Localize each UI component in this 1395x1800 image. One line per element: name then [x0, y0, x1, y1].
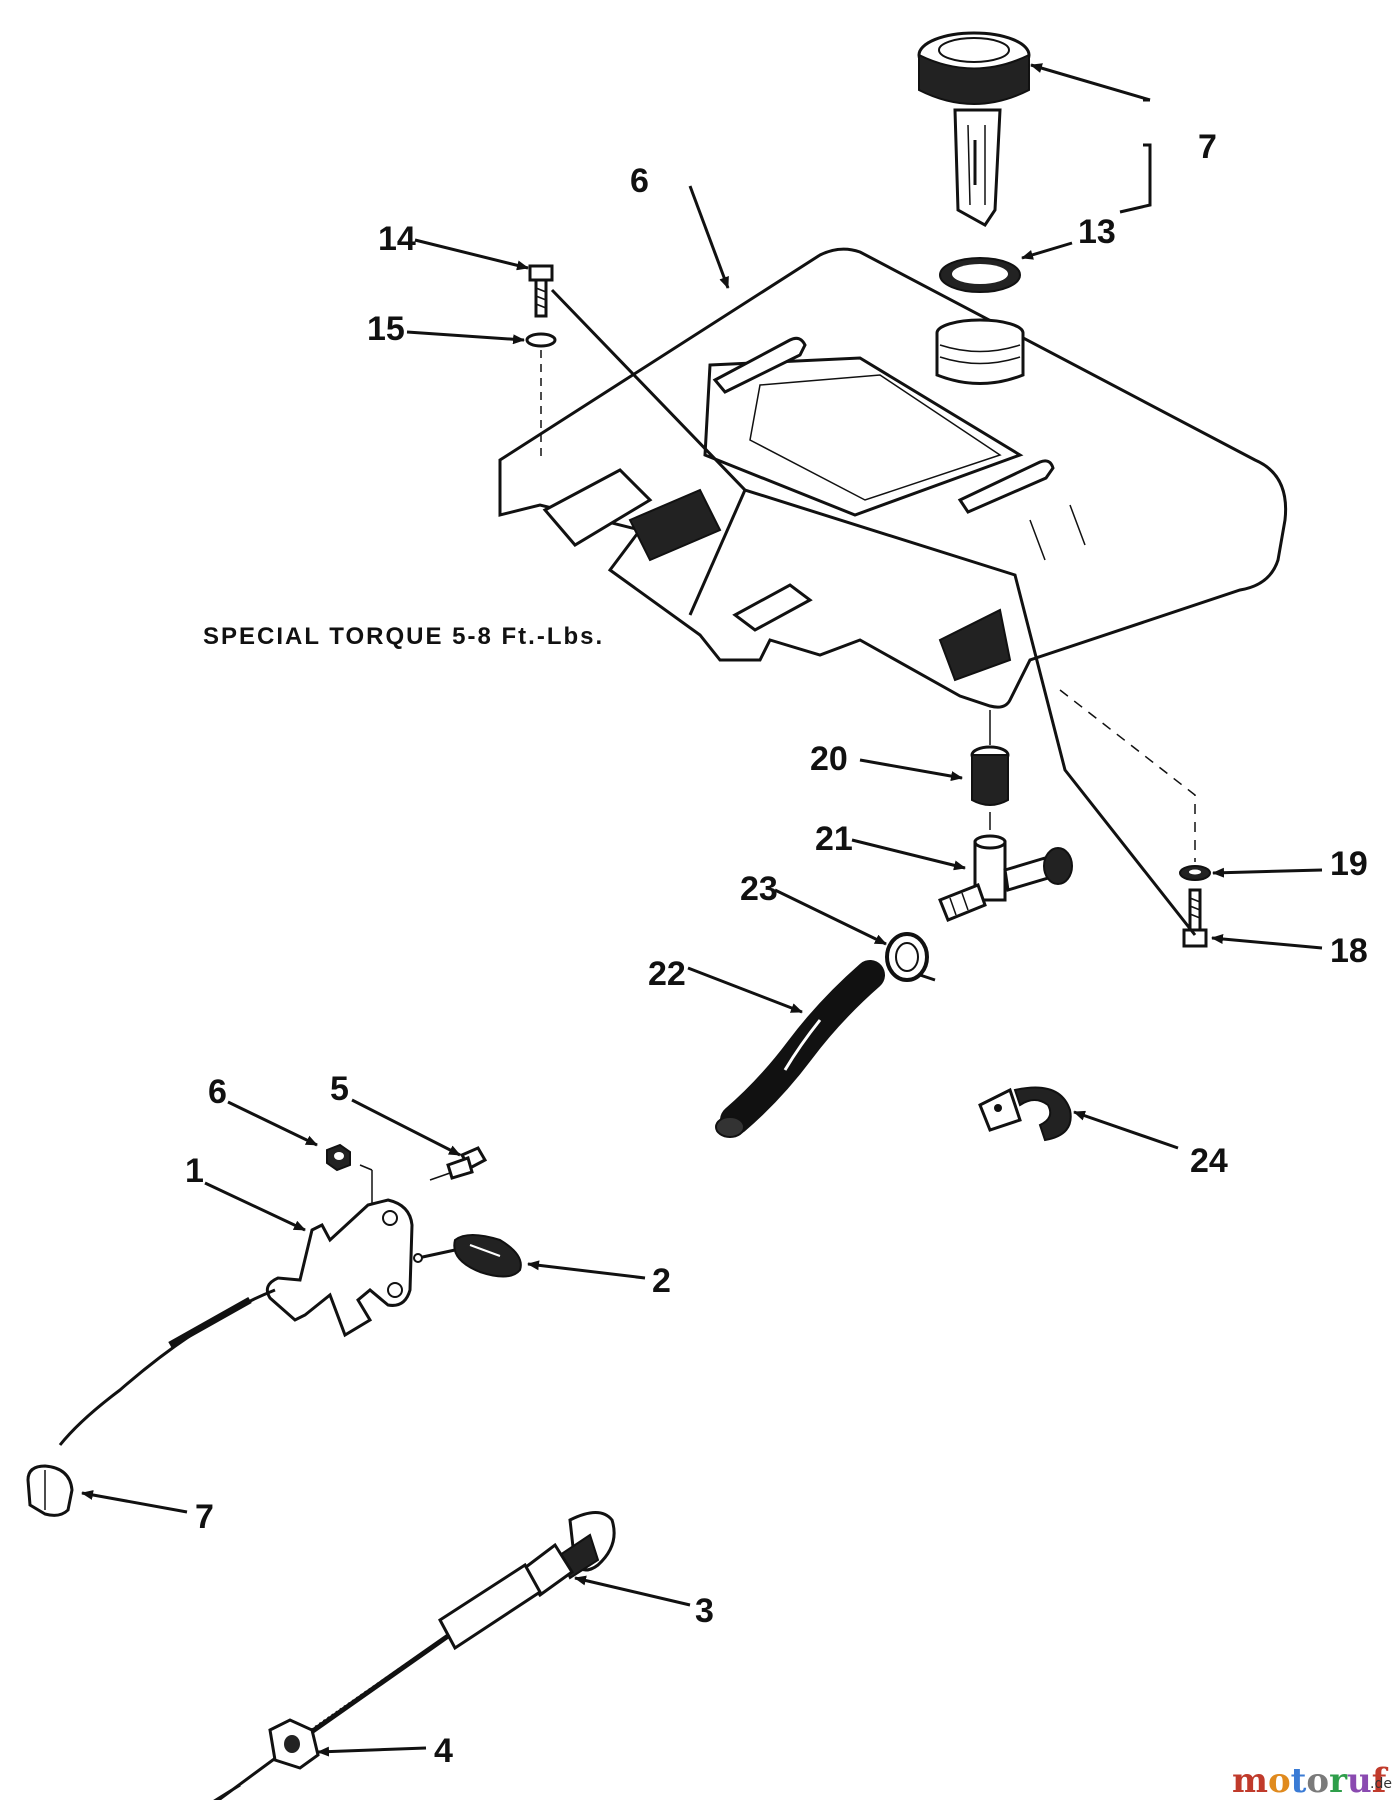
callout-23: 23	[740, 870, 778, 908]
alignment-line-19	[1059, 689, 1196, 862]
fuel-tank-13	[498, 247, 1288, 709]
cable-nut-4	[268, 1718, 320, 1770]
callout-4: 4	[434, 1732, 453, 1770]
callout-20: 20	[810, 740, 848, 778]
watermark-logo: motoruf .de	[1232, 1761, 1392, 1800]
callout-18: 18	[1330, 932, 1368, 970]
torque-note: SPECIAL TORQUE 5-8 Ft.-Lbs.	[203, 623, 604, 650]
callout-24: 24	[1190, 1142, 1228, 1180]
callout-6-text: 6	[208, 1073, 227, 1111]
callout-1: 1	[185, 1152, 204, 1190]
washer-17	[525, 332, 557, 348]
throttle-wire-1	[58, 1288, 276, 1446]
svg-text:.de: .de	[1370, 1776, 1392, 1792]
callout-labels: 6 7 13 14 15 20 21 23 22 19 18 24 6 5 1 …	[185, 128, 1368, 1770]
callout-22: 22	[648, 955, 686, 993]
callout-15: 13	[1078, 213, 1116, 251]
callout-2: 2	[652, 1262, 671, 1300]
callout-3: 3	[695, 1592, 714, 1630]
callout-21: 21	[815, 820, 853, 858]
bolt-18	[1182, 888, 1208, 948]
callout-16: 14	[378, 220, 416, 258]
callout-leaders	[81, 63, 1323, 1757]
svg-text:motoruf: motoruf	[1232, 1761, 1389, 1800]
bushing-20	[970, 745, 1010, 806]
screw-5	[429, 1146, 488, 1181]
choke-cable-3	[213, 1511, 616, 1800]
washer-19	[1179, 865, 1211, 881]
callout-5: 5	[330, 1070, 349, 1108]
torque-leader-lines	[550, 288, 1197, 936]
callout-7-text: 7	[195, 1498, 214, 1536]
throttle-bracket-1	[265, 1164, 414, 1338]
gasket-15	[939, 257, 1021, 293]
callout-13: 6	[630, 162, 649, 200]
fuel-cap-gauge-14	[917, 31, 1031, 227]
hose-clamp-23	[885, 932, 936, 982]
shutoff-valve-21	[938, 834, 1073, 922]
callout-14: 7	[1198, 128, 1217, 166]
nut-6	[326, 1143, 351, 1172]
throttle-knob-2	[413, 1234, 522, 1278]
cable-clip-24	[978, 1086, 1072, 1142]
wire-clip-7	[26, 1464, 74, 1517]
fuel-line-22	[715, 960, 885, 1138]
callout-17: 15	[367, 310, 405, 348]
bolt-16	[528, 264, 554, 318]
callout-19: 19	[1330, 845, 1368, 883]
